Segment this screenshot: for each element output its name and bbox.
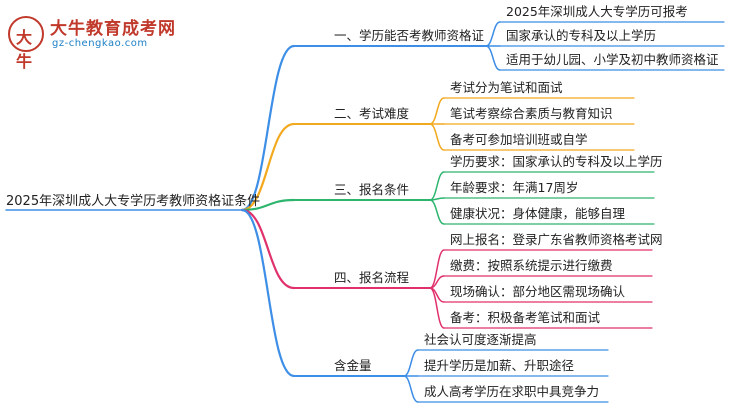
leaf-node: 考试分为笔试和面试 <box>450 80 563 95</box>
branch-node: 含金量 <box>334 358 372 373</box>
leaf-connector <box>429 287 445 329</box>
site-logo: 大牛 大牛教育成考网 gz-chengkao.com <box>8 14 178 71</box>
branch-connector <box>240 44 296 212</box>
leaf-node: 提升学历是加薪、升职途径 <box>424 358 575 373</box>
leaf-node: 健康状况：身体健康，能够自理 <box>450 206 626 221</box>
leaf-node: 备考：积极备考笔试和面试 <box>450 310 601 325</box>
logo-title: 大牛教育成考网 <box>50 19 176 39</box>
leaf-node: 备考可参加培训班或自学 <box>450 132 588 147</box>
branch-node: 一、学历能否考教师资格证 <box>334 28 485 43</box>
leaf-node: 网上报名：登录广东省教师资格考试网 <box>450 232 663 247</box>
branch-node: 二、考试难度 <box>334 106 410 121</box>
branch-connector <box>240 198 296 212</box>
leaf-node: 现场确认：部分地区需现场确认 <box>450 284 626 299</box>
leaf-connector <box>429 171 445 201</box>
leaf-connector <box>429 199 445 225</box>
branch-node: 四、报名流程 <box>334 270 410 285</box>
leaf-node: 国家承认的专科及以上学历 <box>506 28 657 43</box>
leaf-node: 年龄要求：年满17周岁 <box>450 180 579 195</box>
branch-connector <box>240 208 296 290</box>
leaf-connector <box>429 123 445 151</box>
leaf-connector <box>403 375 419 403</box>
leaf-connector <box>429 97 445 125</box>
leaf-node: 适用于幼儿园、小学及初中教师资格证 <box>506 52 719 67</box>
leaf-connector <box>485 45 501 71</box>
branch-connector <box>240 208 296 378</box>
leaf-node: 缴费：按照系统提示进行缴费 <box>450 258 613 273</box>
leaf-node: 成人高考学历在求职中具竞争力 <box>424 384 600 399</box>
leaf-connector <box>485 21 501 47</box>
leaf-node: 2025年深圳成人大专学历可报考 <box>506 4 688 19</box>
leaf-node: 社会认可度逐渐提高 <box>424 332 537 347</box>
branch-connector <box>240 122 296 212</box>
leaf-connector <box>403 349 419 377</box>
leaf-node: 笔试考察综合素质与教育知识 <box>450 106 613 121</box>
logo-url: gz-chengkao.com <box>52 38 148 49</box>
logo-badge-icon: 大牛 <box>8 16 44 71</box>
root-node: 2025年深圳成人大专学历考教师资格证条件 <box>6 194 261 209</box>
branch-node: 三、报名条件 <box>334 182 410 197</box>
leaf-node: 学历要求：国家承认的专科及以上学历 <box>450 154 663 169</box>
